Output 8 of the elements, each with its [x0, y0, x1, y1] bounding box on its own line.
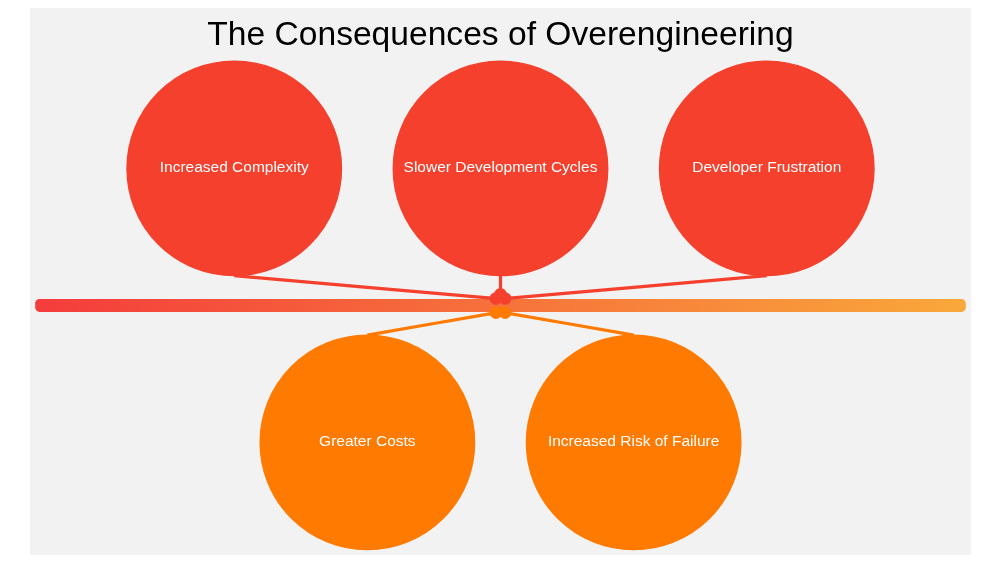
diagram-title: The Consequences of Overengineering — [207, 15, 794, 53]
node-circle: Increased Risk of Failure — [525, 334, 742, 551]
connector — [498, 306, 634, 337]
node-circle: Developer Frustration — [658, 60, 875, 277]
node-circle: Increased Complexity — [126, 60, 343, 277]
node-circle: Greater Costs — [259, 334, 476, 551]
node-bar — [35, 298, 966, 312]
node-circle: Slower Development Cycles — [392, 60, 609, 277]
